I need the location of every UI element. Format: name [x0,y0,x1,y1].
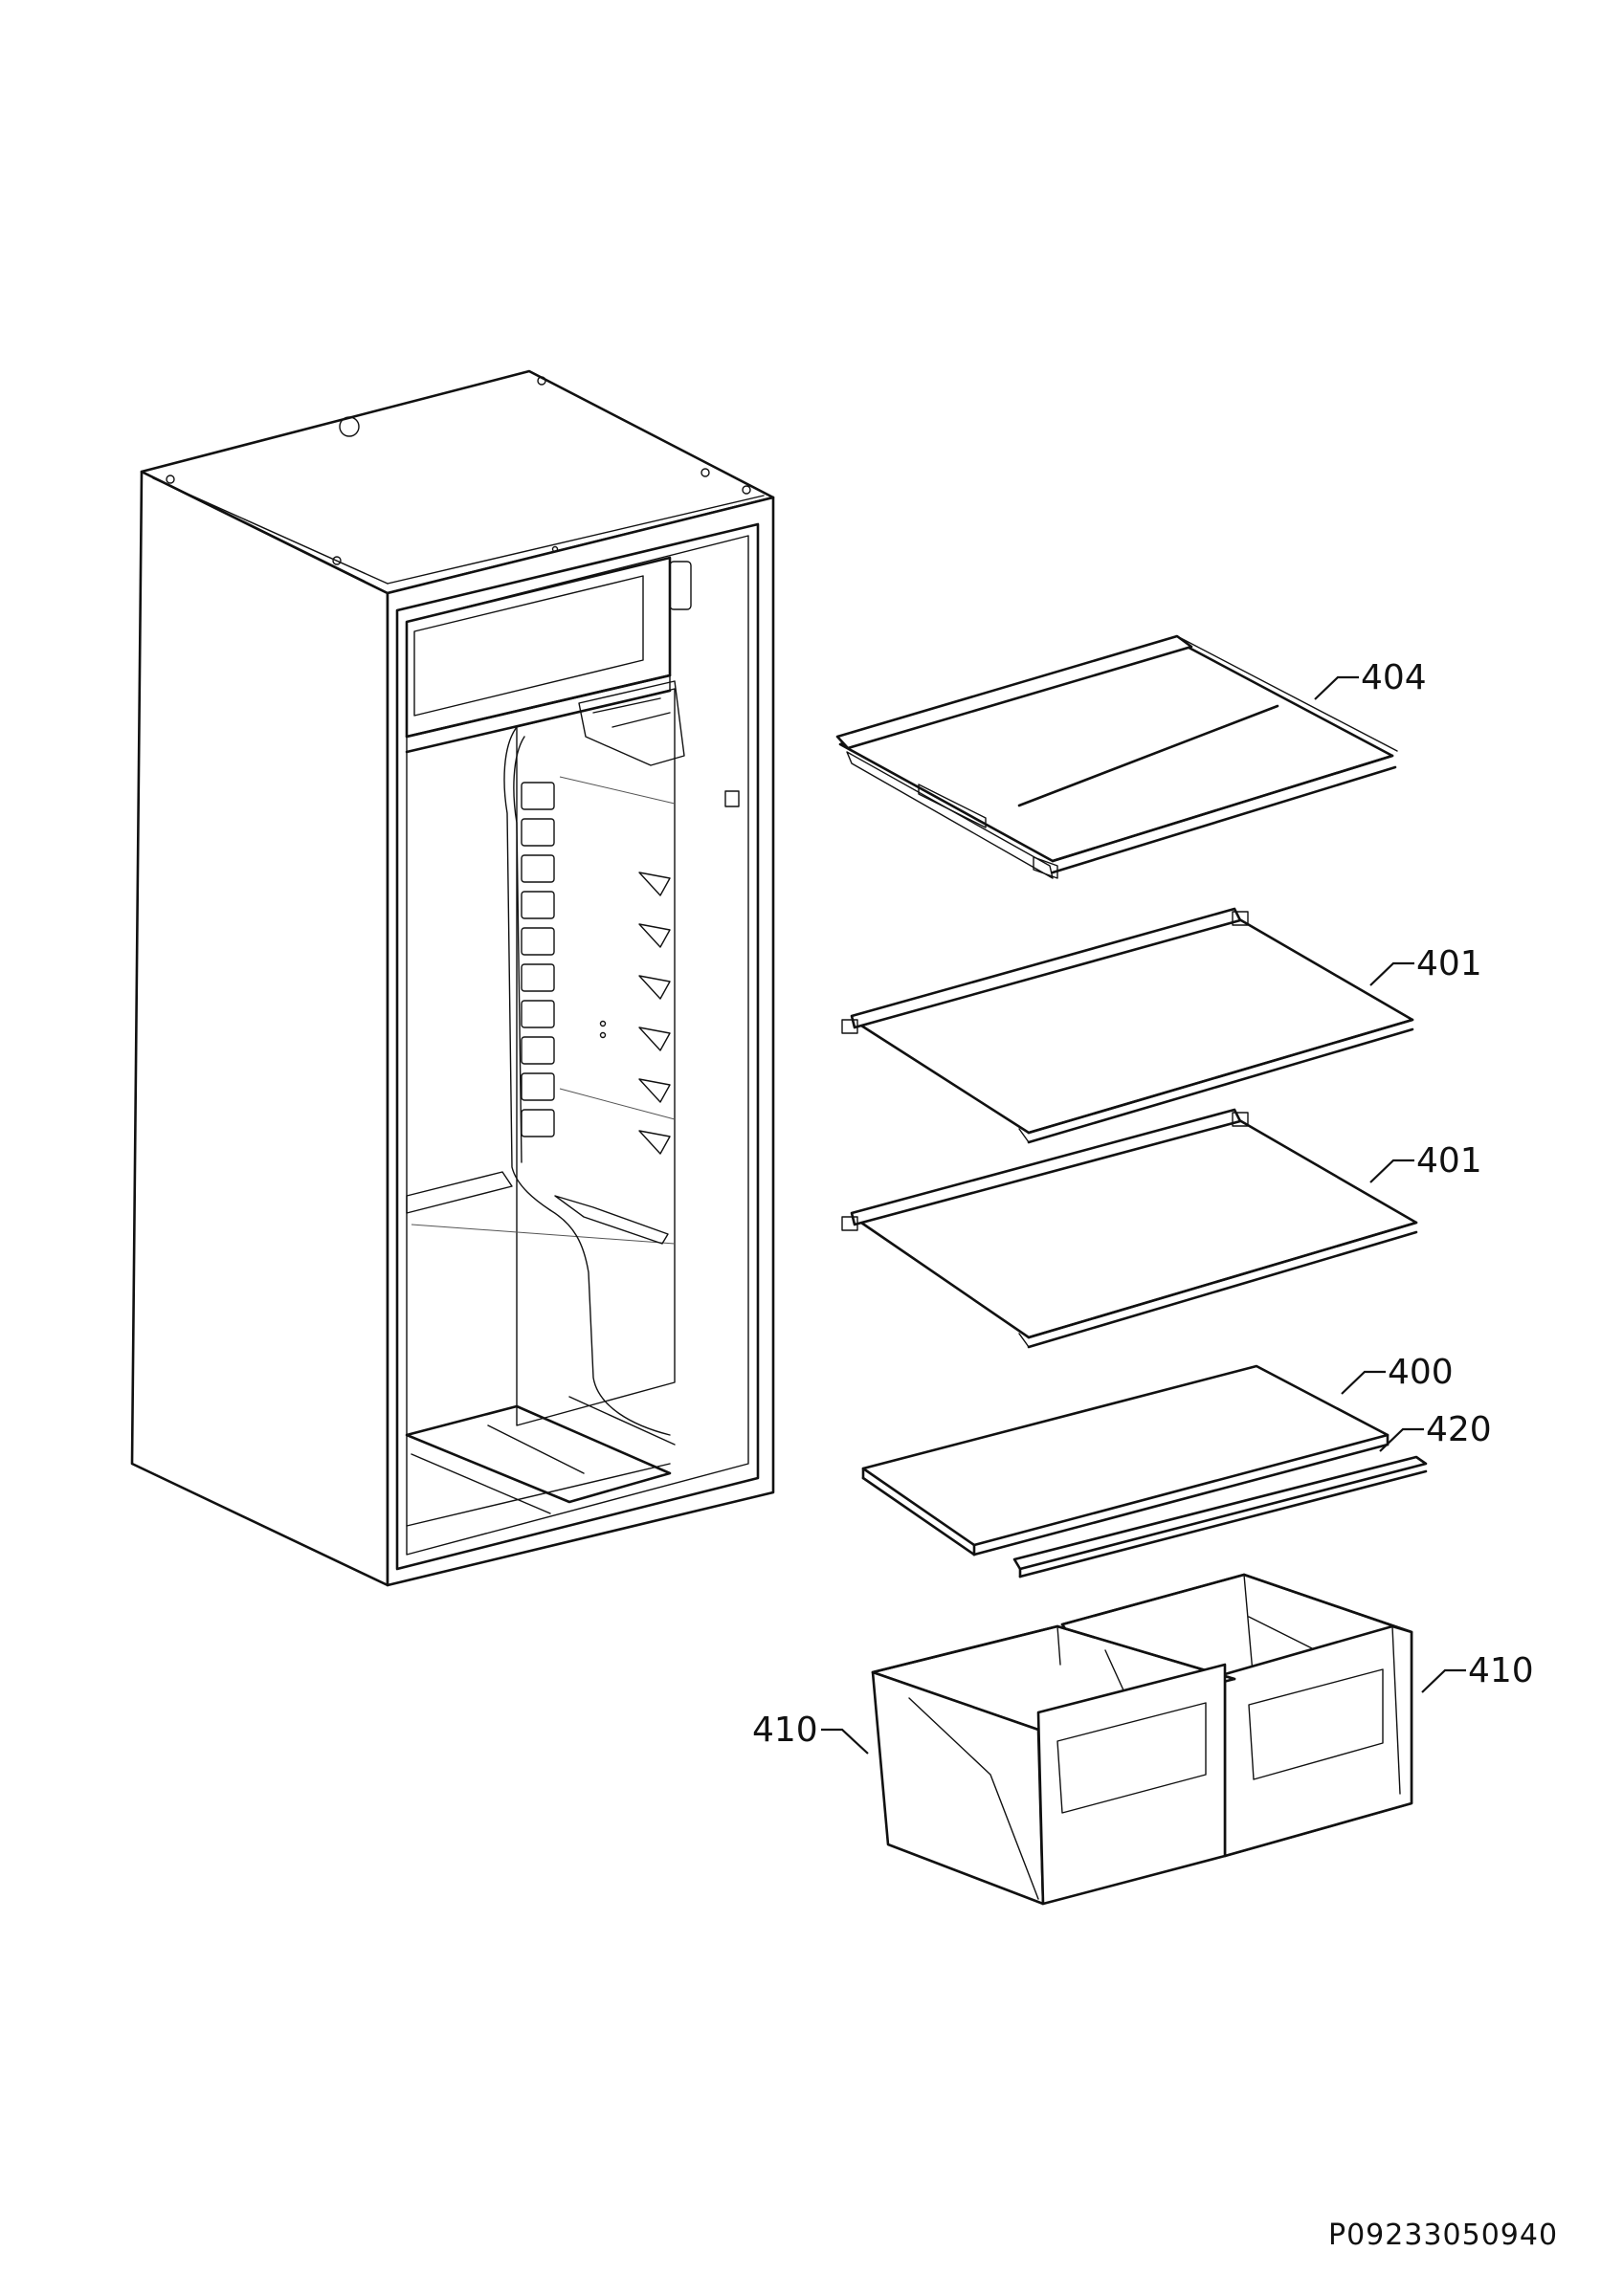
shelf-supports [521,782,555,1137]
label-404: 404 [1361,658,1427,697]
back-wall-bumps [638,872,671,1155]
label-400: 400 [1388,1353,1454,1392]
shelf-401-lower [841,1108,1418,1349]
label-420: 420 [1426,1410,1492,1449]
label-410-right: 410 [1468,1651,1534,1690]
label-410-left: 410 [752,1711,818,1750]
leader-lines [821,675,1466,1755]
shelf-404 [835,634,1398,879]
document-number: P09233050940 [1328,2219,1558,2252]
cover-400 [861,1364,1390,1556]
part-labels: 404 401 401 400 420 410 410 P09233050940 [752,658,1558,2252]
strip-420 [1012,1455,1428,1578]
label-401-lower: 401 [1416,1141,1482,1181]
shelf-401-upper [841,907,1414,1144]
refrigerator-cabinet [130,369,775,1587]
drawer-410-left [871,1624,1236,1906]
label-401-upper: 401 [1416,944,1482,983]
